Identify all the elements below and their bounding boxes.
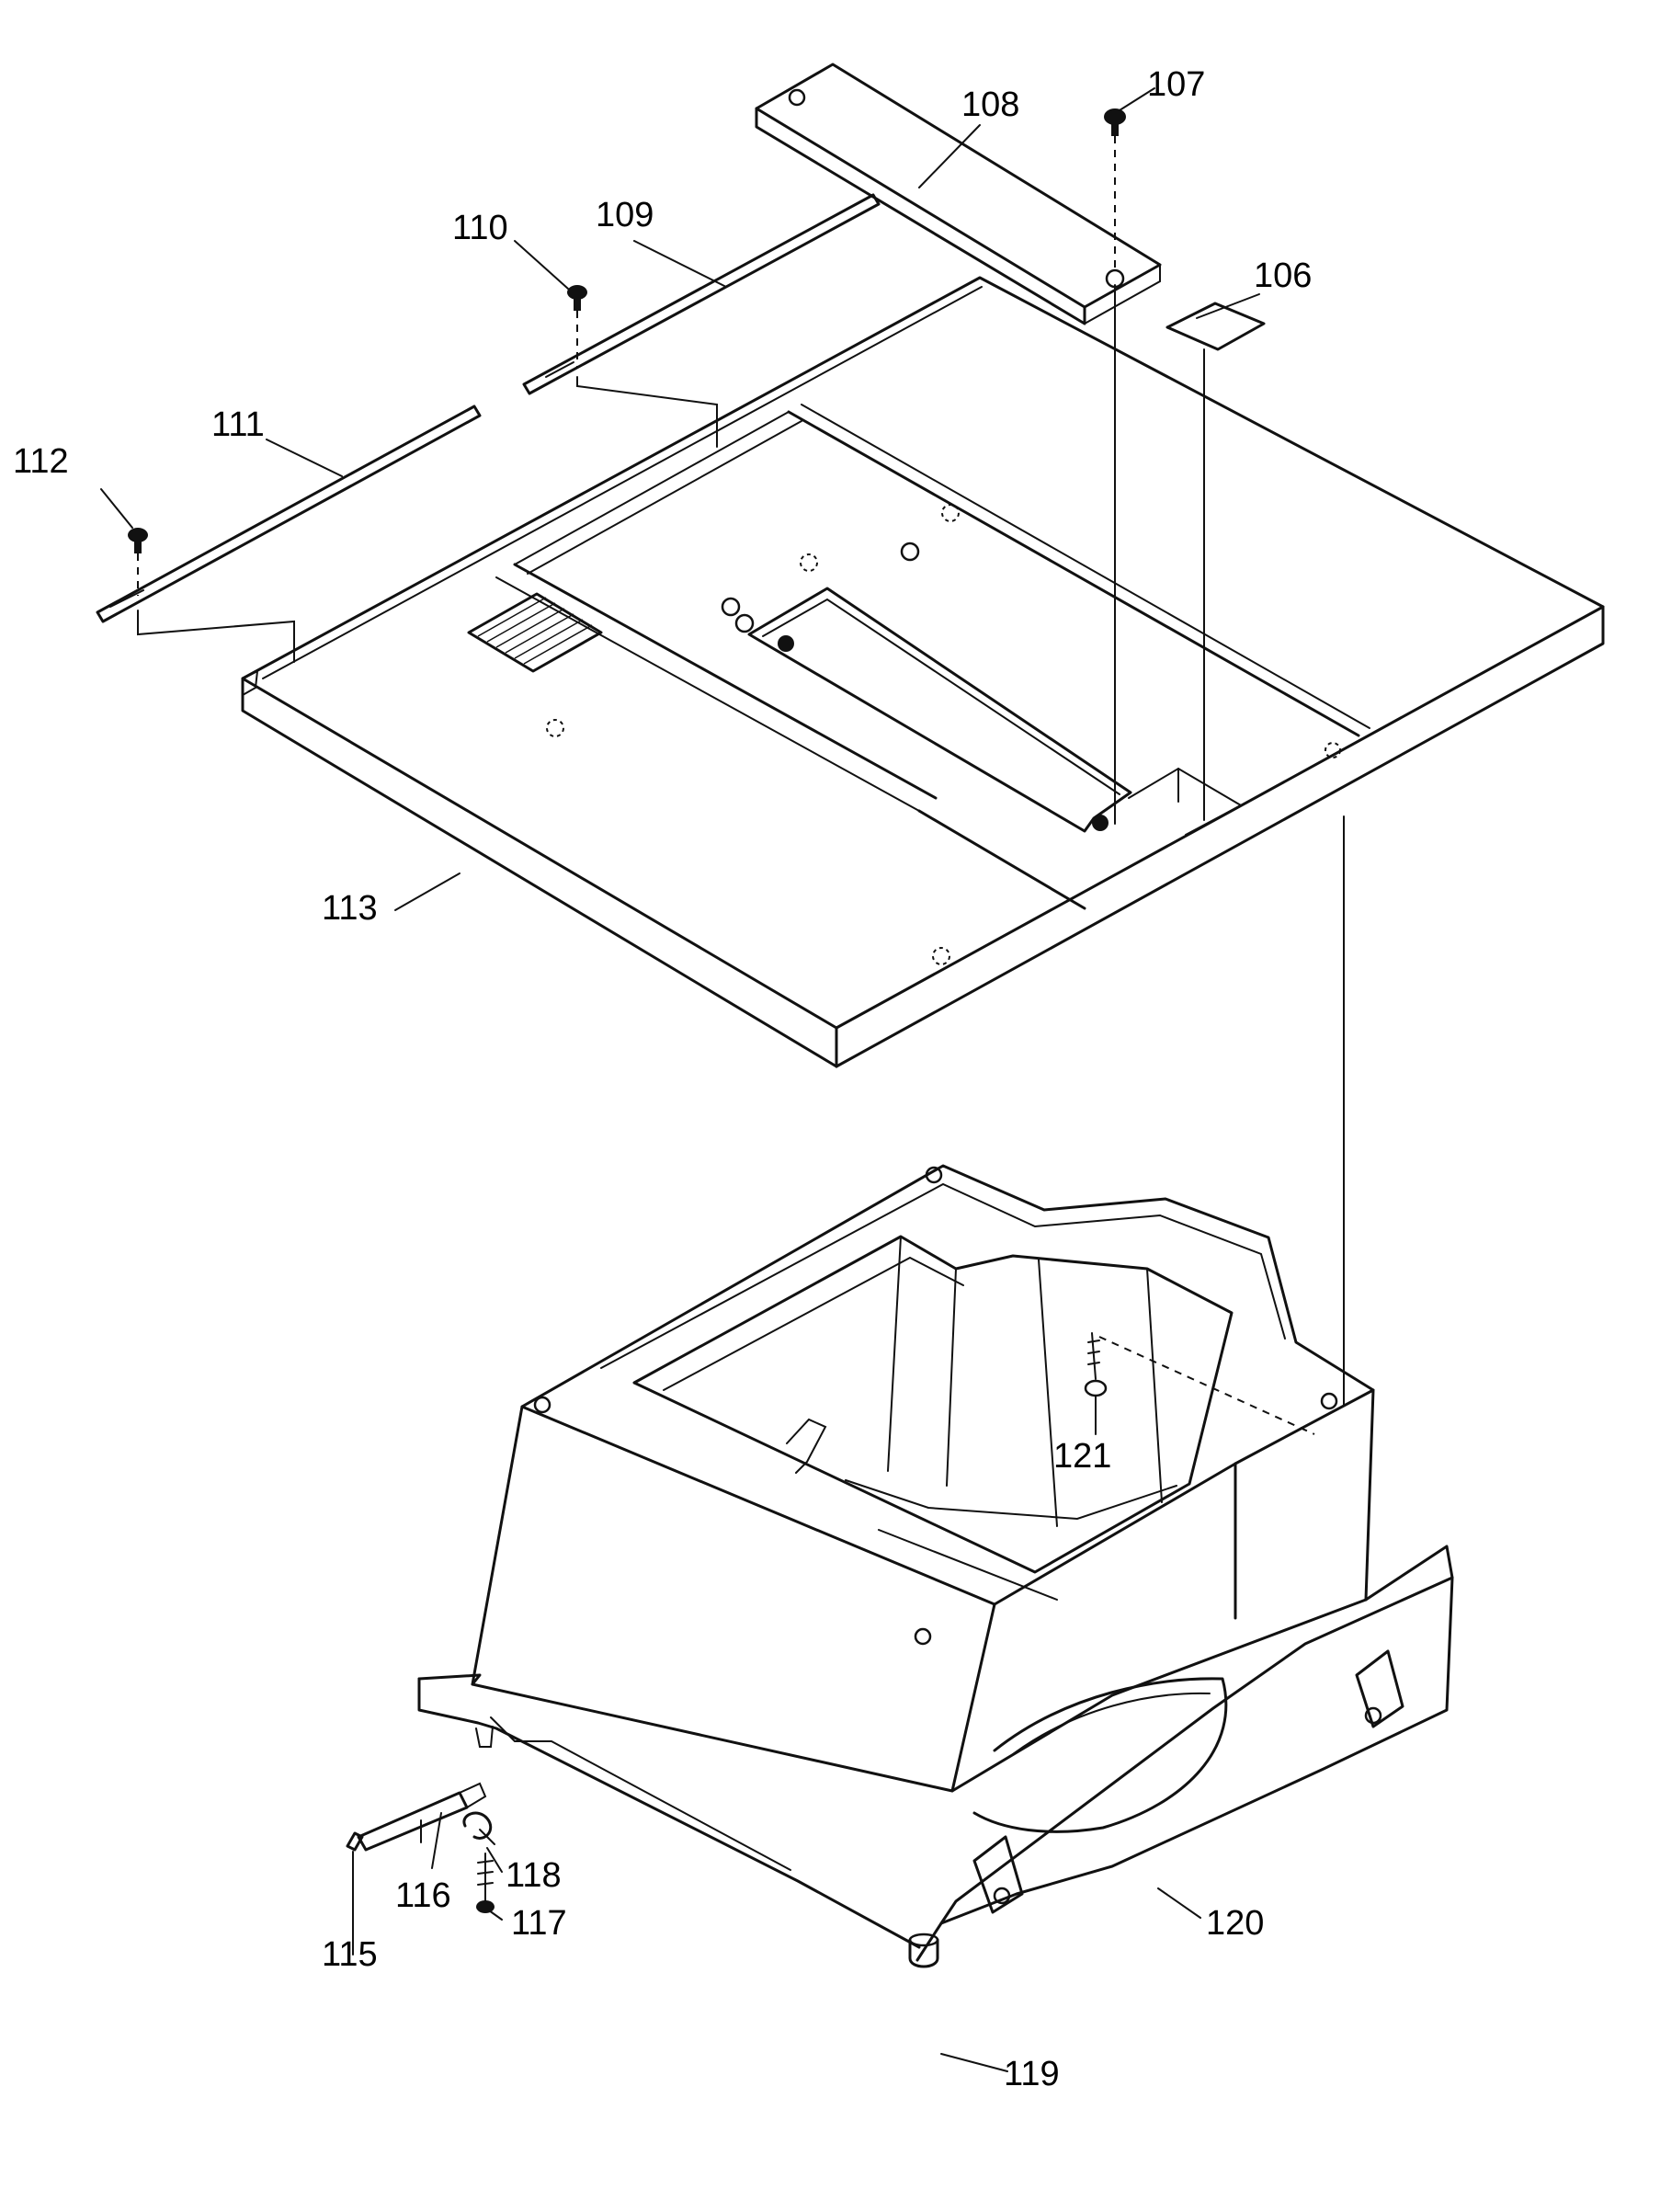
plate-108 — [755, 63, 1162, 325]
foot-119 — [908, 1933, 939, 1968]
callout-121: 121 — [1053, 1437, 1111, 1476]
callout-119: 119 — [1004, 2055, 1060, 2093]
screw-110 — [567, 285, 718, 448]
strip-111 — [96, 405, 482, 623]
callout-116: 116 — [395, 1876, 451, 1915]
label-106 — [1165, 302, 1266, 821]
screw-121 — [1084, 1332, 1315, 1435]
callout-117: 117 — [511, 1904, 567, 1943]
screw-117 — [476, 1853, 495, 1913]
callout-110: 110 — [452, 209, 508, 247]
callout-108: 108 — [961, 86, 1019, 124]
callout-120: 120 — [1206, 1904, 1264, 1943]
callout-115: 115 — [322, 1935, 378, 1974]
callout-112: 112 — [13, 442, 69, 481]
strain-relief-116 — [357, 1782, 487, 1852]
screw-107 — [1104, 108, 1126, 825]
callout-113: 113 — [322, 889, 378, 928]
callout-109: 109 — [596, 196, 654, 234]
callout-107: 107 — [1147, 65, 1205, 104]
callout-106: 106 — [1254, 257, 1312, 295]
callout-111: 111 — [211, 405, 265, 444]
strip-109 — [522, 193, 881, 395]
callout-labels: 106 107 108 109 110 111 112 113 115 116 … — [13, 65, 1312, 2093]
base-120 — [417, 1164, 1454, 1962]
clamp-118 — [462, 1811, 495, 1845]
screw-112 — [128, 528, 295, 663]
leader-lines — [100, 87, 1260, 2072]
callout-118: 118 — [506, 1856, 562, 1895]
top-plate-113 — [241, 276, 1605, 1068]
cord-115 — [346, 1831, 364, 1955]
